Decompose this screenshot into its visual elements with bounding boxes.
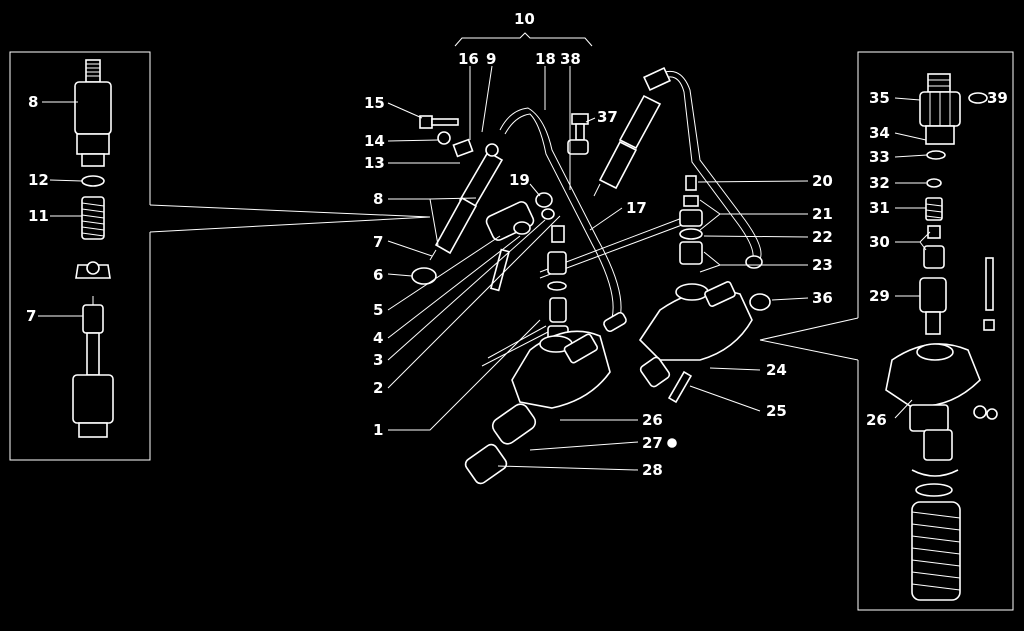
bullet-27 [667,438,677,448]
label-26-detail: 26 [866,411,887,429]
group-bracket-10 [454,32,593,47]
detail-main-spring [911,501,961,601]
nut-36 [749,293,771,311]
label-15: 15 [364,94,385,112]
label-4: 4 [373,329,383,347]
label-38: 38 [560,50,581,68]
label-14: 14 [364,132,385,150]
detail-nozzle [72,296,114,438]
detail-washer [81,175,105,187]
detail-barrel-29 [919,277,947,335]
detail-ring-32 [926,178,942,188]
leader-lines [38,65,931,471]
right-injector [593,66,671,197]
left-injector [429,138,504,261]
label-27: 27 [642,434,663,452]
detail-valve-holder [919,73,961,145]
label-5: 5 [373,301,383,319]
label-30: 30 [869,233,890,251]
central-assembly [411,32,771,485]
label-36: 36 [812,289,833,307]
label-9: 9 [486,50,496,68]
detail-spacer [75,261,111,279]
label-20: 20 [812,172,833,190]
label-22: 22 [812,228,833,246]
pump-body-left [464,311,627,485]
part-labels: 10 16 9 18 38 37 15 14 13 8 19 17 7 6 5 … [26,10,1008,479]
label-25: 25 [766,402,787,420]
label-7: 7 [373,233,383,251]
label-8-detail: 8 [28,93,38,111]
label-6: 6 [373,266,383,284]
label-34: 34 [869,124,890,142]
label-8: 8 [373,190,383,208]
label-3: 3 [373,351,383,369]
label-12: 12 [28,171,49,189]
label-32: 32 [869,174,890,192]
detail-spring-31 [925,197,943,221]
detail-plunger [911,429,959,497]
label-35: 35 [869,89,890,107]
detail-valve-30 [923,225,945,269]
clamp [485,192,555,292]
detail-injector-body [74,59,112,167]
washer-6 [411,267,437,285]
label-11: 11 [28,207,49,225]
label-28: 28 [642,461,663,479]
delivery-stack-left [547,225,569,345]
left-detail-panel [9,51,431,461]
label-39: 39 [987,89,1008,107]
label-16: 16 [458,50,479,68]
detail-rod [983,257,995,331]
label-18: 18 [535,50,556,68]
label-10: 10 [514,10,535,28]
label-17: 17 [626,199,647,217]
detail-pump-body [885,343,998,432]
label-19: 19 [509,171,530,189]
banjo-bolt [419,115,459,145]
label-1: 1 [373,421,383,439]
detail-spring [81,196,105,240]
pump-body-right [638,281,753,404]
label-21: 21 [812,205,833,223]
label-2: 2 [373,379,383,397]
label-26: 26 [642,411,663,429]
label-33: 33 [869,148,890,166]
detail-cap [968,92,988,104]
injector-pipes [499,70,762,319]
label-24: 24 [766,361,787,379]
label-31: 31 [869,199,890,217]
detail-ring-33 [926,150,946,160]
label-7-detail: 7 [26,307,36,325]
right-detail-panel [759,51,1014,611]
label-23: 23 [812,256,833,274]
label-13: 13 [364,154,385,172]
delivery-stack-right [679,175,763,269]
bolt-37 [567,113,589,155]
label-37: 37 [597,108,618,126]
label-29: 29 [869,287,890,305]
